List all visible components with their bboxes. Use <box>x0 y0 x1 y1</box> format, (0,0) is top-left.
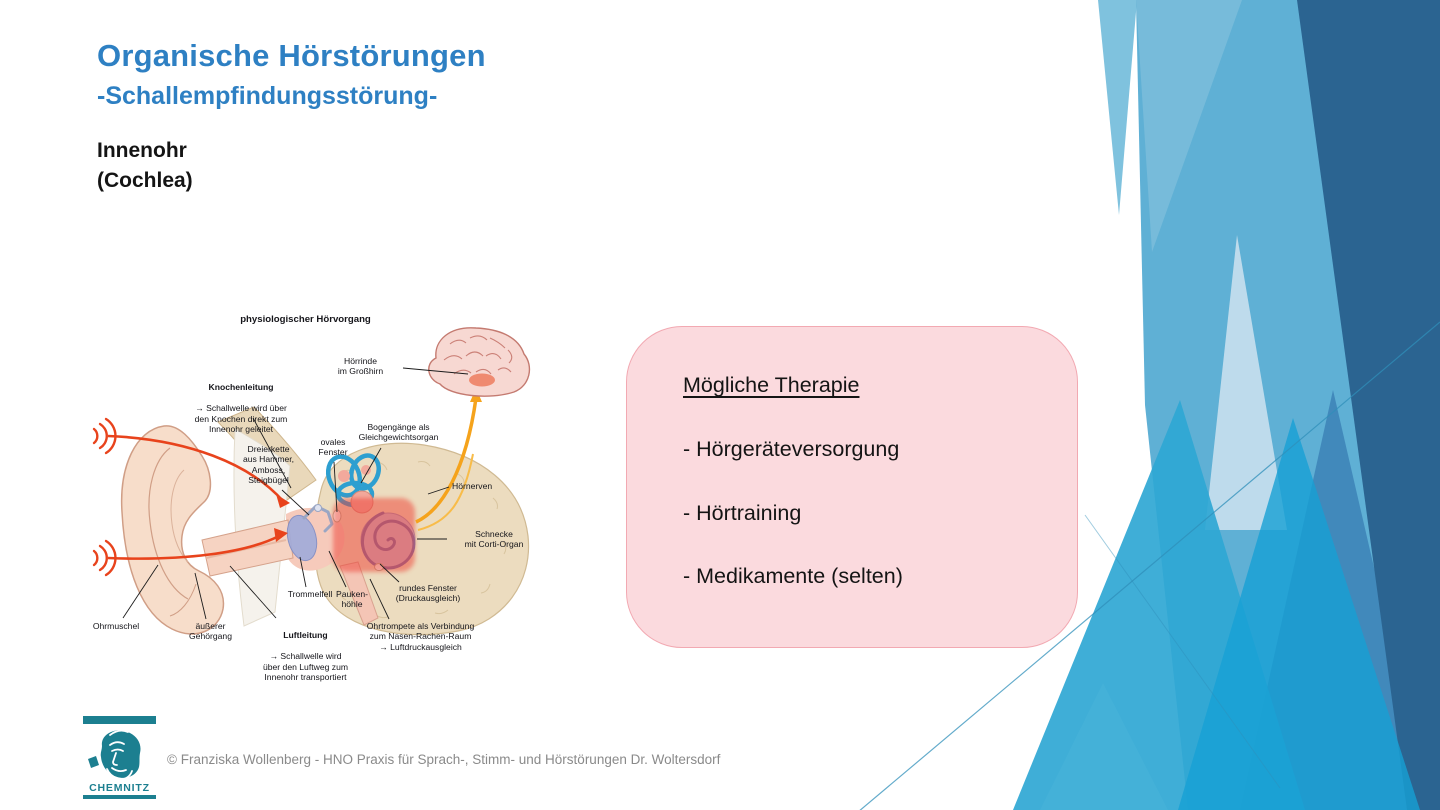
monument-face-lines <box>106 729 133 780</box>
bone-conduction-arrow <box>107 434 284 502</box>
deco-small-triangle <box>1040 683 1168 810</box>
deco-accent-line-1 <box>859 321 1440 810</box>
auditory-nerve <box>415 397 478 524</box>
slide-subtitle: -Schallempfindungsstörung- <box>97 82 438 110</box>
bone-conduction-arrowhead <box>276 494 290 508</box>
ear-anatomy-illustration <box>92 327 531 636</box>
logo-city-label: CHEMNITZ <box>89 782 150 794</box>
monument-head <box>100 729 141 778</box>
label-pointer-lines <box>122 367 469 620</box>
brain-gyri <box>443 335 513 375</box>
semicircular-canal-2 <box>349 453 381 491</box>
deco-cyan-triangle-2 <box>1178 418 1420 810</box>
canal-fill-2 <box>361 465 371 475</box>
label-luftleitung-head: Luftleitung <box>283 630 328 641</box>
karl-marx-monument-icon: CHEMNITZ <box>83 716 156 799</box>
therapy-item: - Hörgeräteversorgung <box>683 437 900 461</box>
label-trommelfell: Trommelfell <box>287 589 333 599</box>
ear-lobe-line <box>169 583 197 617</box>
deco-sliver <box>1098 0 1137 215</box>
slide-title: Organische Hörstörungen <box>97 38 486 73</box>
label-knochenleitung-head: Knochenleitung <box>208 382 274 393</box>
ossicle-head <box>314 504 322 512</box>
label-ovales-fenster: ovales Fenster <box>318 437 348 458</box>
label-ohrtrompete: Ohrtrompete als Verbindung zum Nasen-Rac… <box>366 621 475 652</box>
auditory-nerve-branch <box>417 453 474 531</box>
label-knochenleitung: Knochenleitung → Schallwelle wird über d… <box>166 372 316 445</box>
label-schnecke: Schnecke mit Corti-Organ <box>464 529 524 550</box>
label-bogengaenge: Bogengänge als Gleichgewichtsorgan <box>358 422 439 443</box>
air-conduction-arrowhead <box>274 528 288 542</box>
lead-text: Innenohr (Cochlea) <box>97 139 193 193</box>
label-rundes-fenster: rundes Fenster (Druckausgleich) <box>395 583 461 604</box>
diagram-title: physiologischer Hörvorgang <box>240 314 371 325</box>
deco-shade <box>1136 0 1242 252</box>
monument-collar <box>88 756 99 768</box>
logo-bottom-bar <box>83 795 156 799</box>
canal-fill-1 <box>338 470 350 482</box>
cochlea-highlight <box>333 498 415 572</box>
deco-dark-panel <box>1297 0 1440 810</box>
chemnitz-logo: CHEMNITZ <box>80 711 159 801</box>
label-ohrmuschel: Ohrmuschel <box>92 621 140 631</box>
label-luftleitung-body: → Schallwelle wird über den Luftweg zum … <box>262 651 349 683</box>
therapy-box: Mögliche Therapie - Hörgeräteversorgung … <box>626 326 1078 648</box>
label-paukenhoehle: Pauken- höhle <box>335 589 368 610</box>
logo-top-bar <box>83 716 156 724</box>
pinna-fold-1 <box>148 447 189 600</box>
therapy-item: - Medikamente (selten) <box>683 564 903 588</box>
footer-copyright: © Franziska Wollenberg - HNO Praxis für … <box>167 752 721 767</box>
label-knochenleitung-body: → Schallwelle wird über den Knochen dire… <box>194 403 288 435</box>
therapy-item: - Hörtraining <box>683 501 802 525</box>
ear-diagram: physiologischer Hörvorgang Hörrinde im G… <box>78 312 548 682</box>
label-hoernerven: Hörnerven <box>452 481 493 491</box>
therapy-heading: Mögliche Therapie <box>683 373 860 397</box>
air-conduction-arrow <box>107 534 280 560</box>
label-aeusserer-gehoergang: äußerer Gehörgang <box>188 621 232 642</box>
label-luftleitung: Luftleitung → Schallwelle wird über den … <box>233 620 378 693</box>
deco-accent-line-2 <box>1084 514 1281 789</box>
brain <box>428 327 531 397</box>
eardrum <box>286 514 318 562</box>
semicircular-canal-1 <box>325 454 363 498</box>
auditory-cortex-patch <box>469 373 495 387</box>
ossicles <box>302 504 334 533</box>
label-dreierkette: Dreierkette aus Hammer, Amboss, Steigbüg… <box>242 444 295 486</box>
pinna-fold-2 <box>170 469 189 563</box>
label-hoerrinde: Hörrinde im Großhirn <box>337 356 384 377</box>
deco-pale-triangle <box>1205 235 1287 530</box>
